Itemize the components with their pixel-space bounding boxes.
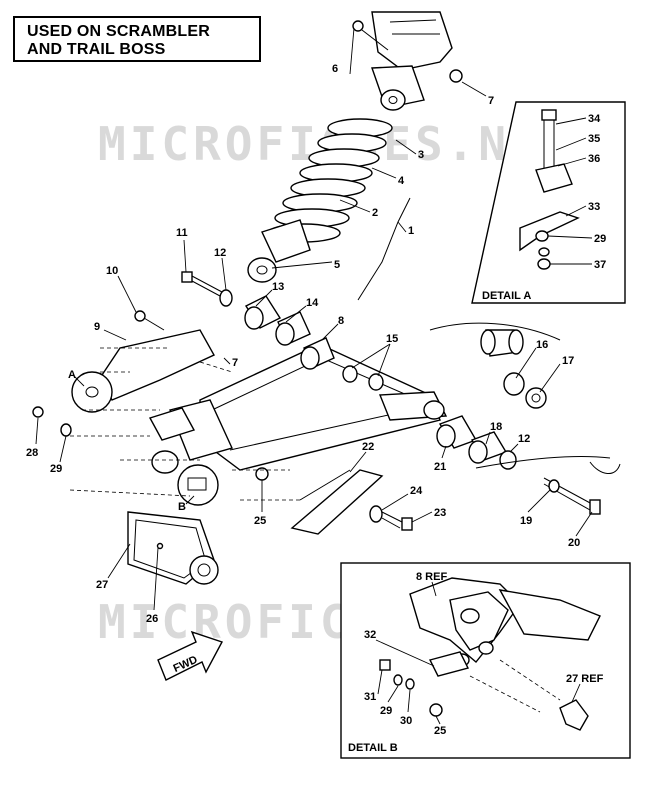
callout-8: 8 (338, 315, 344, 327)
shock-body (261, 219, 311, 263)
callout-31: 31 (364, 691, 376, 703)
washer-15a (342, 365, 358, 383)
callout-27: 27 (96, 579, 108, 591)
bolt-20-assembly (543, 477, 601, 515)
nut-7 (449, 69, 463, 83)
detail-b-label: DETAIL B (348, 742, 398, 754)
callout-10: 10 (106, 265, 118, 277)
bushings-13-14 (244, 295, 335, 370)
callout-29: 29 (50, 463, 62, 475)
callout-5: 5 (334, 259, 340, 271)
callout-15: 15 (386, 333, 398, 345)
bolt-23-assembly (369, 505, 413, 531)
washer-15b (368, 373, 384, 391)
title-line-1: USED ON SCRAMBLER (27, 23, 210, 40)
callout-30: 30 (400, 715, 412, 727)
leader-lines (35, 27, 593, 725)
callout-12b: 12 (518, 433, 530, 445)
callout-37: 37 (594, 259, 606, 271)
callout-2: 2 (372, 207, 378, 219)
callouts: 6 7 3 4 2 1 5 11 12 10 13 14 8 9 7 15 16… (26, 63, 606, 737)
callout-14: 14 (306, 297, 319, 309)
callout-17: 17 (562, 355, 574, 367)
skid-plate (255, 467, 384, 535)
callout-18: 18 (490, 421, 502, 433)
callout-16: 16 (536, 339, 548, 351)
bolt-11-assembly (181, 271, 233, 307)
callout-7b: 7 (232, 357, 238, 369)
nut-17 (525, 387, 547, 409)
detail-a-box (471, 101, 626, 304)
callout-23: 23 (434, 507, 446, 519)
callout-25b: 25 (434, 725, 446, 737)
detail-b-circle (177, 464, 219, 506)
callout-B: B (178, 501, 186, 513)
callout-35: 35 (588, 133, 600, 145)
callout-13: 13 (272, 281, 284, 293)
callout-3: 3 (418, 149, 424, 161)
callout-22: 22 (362, 441, 374, 453)
callout-7: 7 (488, 95, 494, 107)
bolt-28 (32, 406, 44, 418)
callout-32: 32 (364, 629, 376, 641)
callout-4: 4 (398, 175, 405, 187)
bolt-6 (352, 20, 364, 32)
callout-27-ref: 27 REF (566, 673, 604, 685)
detail-b: DETAIL B (340, 562, 631, 759)
detail-a-circle (71, 371, 113, 413)
callout-21: 21 (434, 461, 446, 473)
callout-28: 28 (26, 447, 38, 459)
callout-19: 19 (520, 515, 532, 527)
bolt-10 (134, 310, 146, 322)
shock-absorber (247, 11, 463, 301)
lower-shock-eye (247, 257, 277, 283)
callout-6: 6 (332, 63, 338, 75)
chain-case (127, 511, 219, 585)
callout-12: 12 (214, 247, 226, 259)
callout-A: A (68, 369, 76, 381)
callout-29b: 29 (380, 705, 392, 717)
washer-12b (499, 450, 517, 470)
rear-pivot-bushings (480, 329, 547, 409)
callout-8-ref: 8 REF (416, 571, 447, 583)
detail-a-label: DETAIL A (482, 290, 531, 302)
callout-11: 11 (176, 227, 188, 239)
callout-24: 24 (410, 485, 423, 497)
swing-arm-left-ear (148, 407, 196, 441)
callout-33: 33 (588, 201, 600, 213)
title-line-2: AND TRAIL BOSS (27, 41, 166, 58)
washer-12 (219, 289, 233, 307)
detail-a: DETAIL A (471, 101, 626, 304)
bushings-21-18 (436, 415, 517, 470)
callout-34: 34 (588, 113, 601, 125)
torque-link (71, 310, 215, 413)
callout-20: 20 (568, 537, 580, 549)
frame-mount (371, 11, 453, 71)
callout-1: 1 (408, 225, 414, 237)
callout-26: 26 (146, 613, 158, 625)
callout-36: 36 (588, 153, 600, 165)
callout-9: 9 (94, 321, 100, 333)
callout-25: 25 (254, 515, 266, 527)
callout-29a: 29 (594, 233, 606, 245)
washer-29 (60, 423, 72, 437)
title-box: USED ON SCRAMBLER AND TRAIL BOSS (13, 16, 261, 62)
